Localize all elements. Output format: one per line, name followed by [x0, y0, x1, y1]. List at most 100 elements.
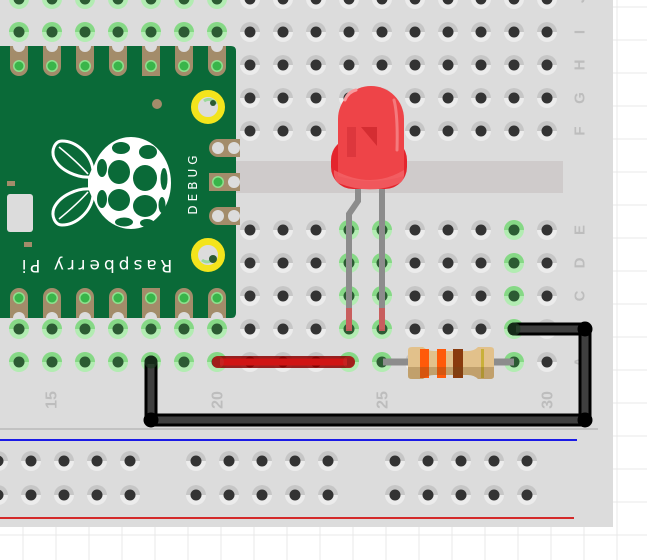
breadboard-hole-C29[interactable]	[504, 286, 524, 306]
breadboard-hole-I27[interactable]	[438, 22, 458, 42]
power-rail-hole[interactable]	[418, 485, 438, 505]
pico-pin-bottom[interactable]	[175, 288, 193, 318]
power-rail-hole[interactable]	[418, 451, 438, 471]
breadboard-hole-B28[interactable]	[471, 319, 491, 339]
breadboard-hole-G27[interactable]	[438, 88, 458, 108]
breadboard-hole-G22[interactable]	[273, 88, 293, 108]
breadboard-hole-I28[interactable]	[471, 22, 491, 42]
breadboard-hole-C28[interactable]	[471, 286, 491, 306]
wire-end[interactable]	[144, 355, 158, 369]
wire-end[interactable]	[212, 356, 224, 368]
breadboard-hole-E26[interactable]	[405, 220, 425, 240]
power-rail-hole[interactable]	[318, 451, 338, 471]
pico-pin-top[interactable]	[208, 46, 226, 76]
breadboard-hole-J25[interactable]	[372, 0, 392, 9]
pico-pin-top[interactable]	[109, 46, 127, 76]
power-rail-hole[interactable]	[0, 485, 8, 505]
breadboard-hole-I18[interactable]	[141, 22, 161, 42]
pico-pin-top[interactable]	[10, 46, 28, 76]
pico-pin-bottom[interactable]	[208, 288, 226, 318]
wire-end[interactable]	[343, 356, 355, 368]
breadboard-hole-H29[interactable]	[504, 55, 524, 75]
breadboard-hole-C30[interactable]	[537, 286, 557, 306]
breadboard-hole-J29[interactable]	[504, 0, 524, 9]
breadboard-hole-B19[interactable]	[174, 319, 194, 339]
power-rail-hole[interactable]	[186, 485, 206, 505]
pico-pin-bottom[interactable]	[43, 288, 61, 318]
breadboard-hole-I14[interactable]	[9, 22, 29, 42]
power-rail-hole[interactable]	[285, 485, 305, 505]
breadboard-hole-J19[interactable]	[174, 0, 194, 9]
power-rail-hole[interactable]	[484, 485, 504, 505]
breadboard-hole-H21[interactable]	[240, 55, 260, 75]
breadboard-hole-C26[interactable]	[405, 286, 425, 306]
raspberry-pi-pico[interactable]: Raspberry Pi DEBUG	[0, 46, 240, 318]
breadboard-hole-J17[interactable]	[108, 0, 128, 9]
breadboard-hole-E21[interactable]	[240, 220, 260, 240]
breadboard-hole-J21[interactable]	[240, 0, 260, 9]
black-wire[interactable]	[143, 321, 593, 428]
power-rail-hole[interactable]	[252, 451, 272, 471]
breadboard-hole-A30[interactable]	[537, 352, 557, 372]
breadboard-hole-E22[interactable]	[273, 220, 293, 240]
breadboard-hole-B21[interactable]	[240, 319, 260, 339]
breadboard-hole-B27[interactable]	[438, 319, 458, 339]
breadboard-hole-H24[interactable]	[339, 55, 359, 75]
breadboard-hole-C21[interactable]	[240, 286, 260, 306]
breadboard-hole-B18[interactable]	[141, 319, 161, 339]
breadboard-hole-E23[interactable]	[306, 220, 326, 240]
pico-pin-bottom[interactable]	[76, 288, 94, 318]
breadboard-hole-B20[interactable]	[207, 319, 227, 339]
breadboard-hole-A16[interactable]	[75, 352, 95, 372]
pico-pin-top[interactable]	[142, 46, 160, 76]
power-rail-hole[interactable]	[0, 451, 8, 471]
power-rail-hole[interactable]	[451, 485, 471, 505]
breadboard-hole-I17[interactable]	[108, 22, 128, 42]
power-rail-hole[interactable]	[285, 451, 305, 471]
breadboard-hole-D27[interactable]	[438, 253, 458, 273]
breadboard-hole-H28[interactable]	[471, 55, 491, 75]
breadboard-hole-I25[interactable]	[372, 22, 392, 42]
power-rail-hole[interactable]	[120, 485, 140, 505]
power-rail-hole[interactable]	[87, 485, 107, 505]
breadboard-hole-E28[interactable]	[471, 220, 491, 240]
breadboard-hole-G28[interactable]	[471, 88, 491, 108]
power-rail-hole[interactable]	[252, 485, 272, 505]
breadboard-hole-H25[interactable]	[372, 55, 392, 75]
power-rail-hole[interactable]	[385, 485, 405, 505]
breadboard-hole-G29[interactable]	[504, 88, 524, 108]
power-rail-hole[interactable]	[318, 485, 338, 505]
breadboard-hole-E29[interactable]	[504, 220, 524, 240]
breadboard-hole-H23[interactable]	[306, 55, 326, 75]
breadboard-hole-J22[interactable]	[273, 0, 293, 9]
power-rail-hole[interactable]	[484, 451, 504, 471]
breadboard-hole-A19[interactable]	[174, 352, 194, 372]
breadboard-hole-J23[interactable]	[306, 0, 326, 9]
power-rail-hole[interactable]	[21, 451, 41, 471]
breadboard-hole-I15[interactable]	[42, 22, 62, 42]
resistor[interactable]	[383, 347, 514, 379]
power-rail-hole[interactable]	[186, 451, 206, 471]
breadboard-hole-I30[interactable]	[537, 22, 557, 42]
breadboard-hole-E27[interactable]	[438, 220, 458, 240]
breadboard-hole-D28[interactable]	[471, 253, 491, 273]
breadboard-hole-B26[interactable]	[405, 319, 425, 339]
breadboard-hole-D23[interactable]	[306, 253, 326, 273]
breadboard-hole-H30[interactable]	[537, 55, 557, 75]
breadboard-hole-J18[interactable]	[141, 0, 161, 9]
breadboard-hole-J26[interactable]	[405, 0, 425, 9]
pico-pin-bottom[interactable]	[142, 288, 160, 318]
breadboard-hole-B23[interactable]	[306, 319, 326, 339]
breadboard-hole-I22[interactable]	[273, 22, 293, 42]
breadboard-hole-A14[interactable]	[9, 352, 29, 372]
red-wire[interactable]	[212, 356, 355, 368]
breadboard-hole-B16[interactable]	[75, 319, 95, 339]
breadboard-hole-J30[interactable]	[537, 0, 557, 9]
breadboard-hole-B22[interactable]	[273, 319, 293, 339]
breadboard-hole-C27[interactable]	[438, 286, 458, 306]
breadboard-hole-H26[interactable]	[405, 55, 425, 75]
breadboard-hole-D29[interactable]	[504, 253, 524, 273]
bootsel-button[interactable]	[7, 194, 33, 232]
breadboard-hole-J28[interactable]	[471, 0, 491, 9]
